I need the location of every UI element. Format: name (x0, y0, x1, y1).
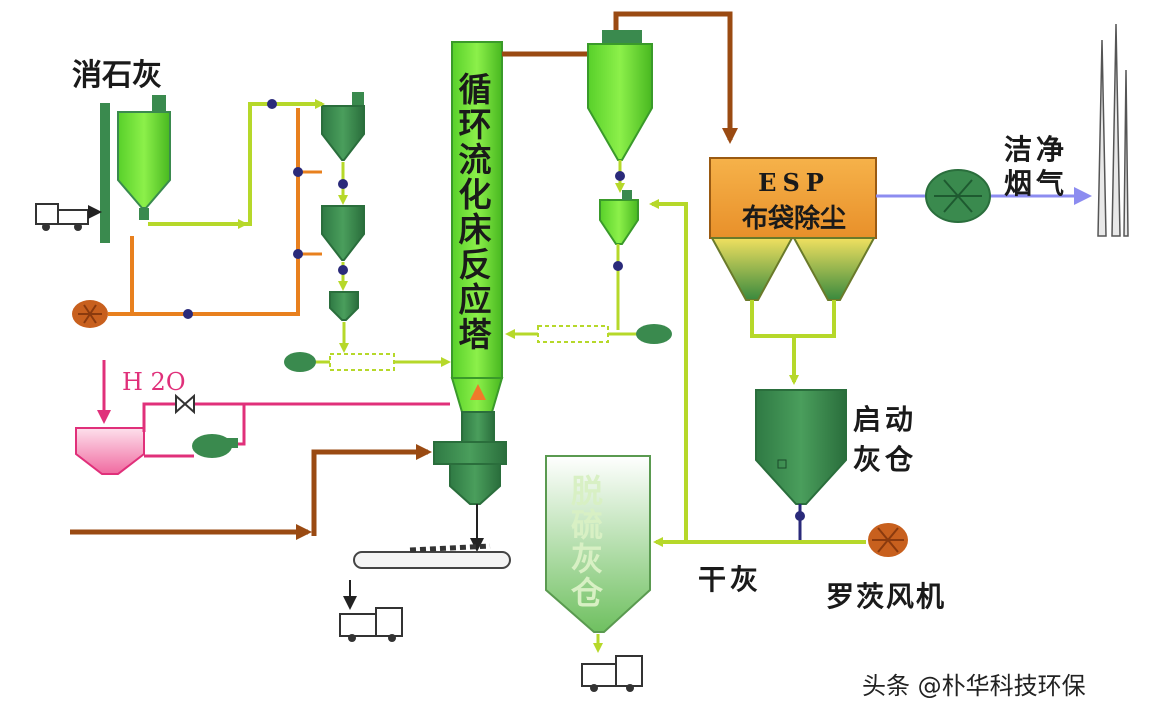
slaked-lime-label: 消石灰 (72, 58, 162, 93)
cyclone-separator (587, 43, 653, 161)
dry-ash-label: 干灰 (698, 563, 763, 596)
esp-label: ESP (758, 168, 830, 197)
esp-hopper-right (792, 237, 876, 301)
ash-truck-icon (339, 607, 403, 642)
water-pump (192, 434, 232, 458)
valve-dot (338, 179, 348, 189)
water-tank (75, 427, 145, 475)
clean-flue-gas-label-2: 烟气 (1004, 167, 1069, 200)
cyclone-to-esp-line (613, 11, 738, 144)
baghouse-label: 布袋除尘 (741, 204, 846, 234)
water-valve-icon (175, 393, 195, 415)
reactor-inlet-duct (461, 411, 495, 443)
valve-dot (613, 261, 623, 271)
lime-support-column (100, 103, 110, 243)
valve-dot (293, 249, 303, 259)
lime-truck-icon (35, 203, 89, 231)
lime-silo-vent (152, 95, 166, 113)
lime-silo (117, 111, 171, 209)
reactor-inlet-box (433, 441, 507, 465)
valve-dot (795, 511, 805, 521)
cyclone-top-cap (602, 30, 642, 44)
desulf-ash-silo-label: 脱硫灰仓 (566, 474, 604, 610)
water-label: H 2O (122, 368, 186, 396)
lime-silo-outlet (139, 208, 149, 220)
reactor-label: 循环流化床反应塔 (453, 72, 492, 352)
dosing-hopper-3 (329, 291, 359, 321)
startup-ash-silo (755, 389, 847, 505)
startup-ash-silo-label-2: 灰仓 (853, 443, 918, 476)
startup-ash-silo-label-1: 启动 (853, 403, 918, 436)
valve-dot (293, 167, 303, 177)
rotary-feeder-left (329, 353, 395, 371)
feeder-motor-left (284, 352, 316, 372)
desulf-ash-silo (545, 455, 651, 633)
valve-dot (615, 171, 625, 181)
valve-dot (267, 99, 277, 109)
silo-truck-icon (581, 655, 643, 692)
feeder-motor-right (636, 324, 672, 344)
valve-dot (338, 265, 348, 275)
rotary-feeder-right (537, 325, 609, 343)
reactor-tower (451, 41, 503, 379)
flue-gas-riser-line (311, 444, 432, 536)
ash-conveyor (353, 551, 511, 569)
recycle-hopper (599, 199, 639, 245)
lime-to-hoppers-line (148, 99, 325, 226)
clean-flue-gas-label-1: 洁净 (1004, 133, 1069, 166)
roots-blower-icon (868, 523, 908, 557)
dosing-hopper-1 (321, 92, 365, 161)
watermark: 头条 @朴华科技环保 (862, 672, 1086, 700)
roots-blower-label: 罗茨风机 (826, 580, 947, 613)
chimney-icon (1097, 23, 1129, 237)
dosing-hopper-2 (321, 205, 365, 261)
valve-dot (183, 309, 193, 319)
dry-ash-return-line (649, 199, 866, 544)
id-fan-icon (925, 169, 991, 223)
reactor-bottom-hopper (449, 463, 501, 505)
esp-hopper-left (710, 237, 794, 301)
water-line (142, 402, 450, 432)
reactor-flame-icon (470, 384, 486, 400)
